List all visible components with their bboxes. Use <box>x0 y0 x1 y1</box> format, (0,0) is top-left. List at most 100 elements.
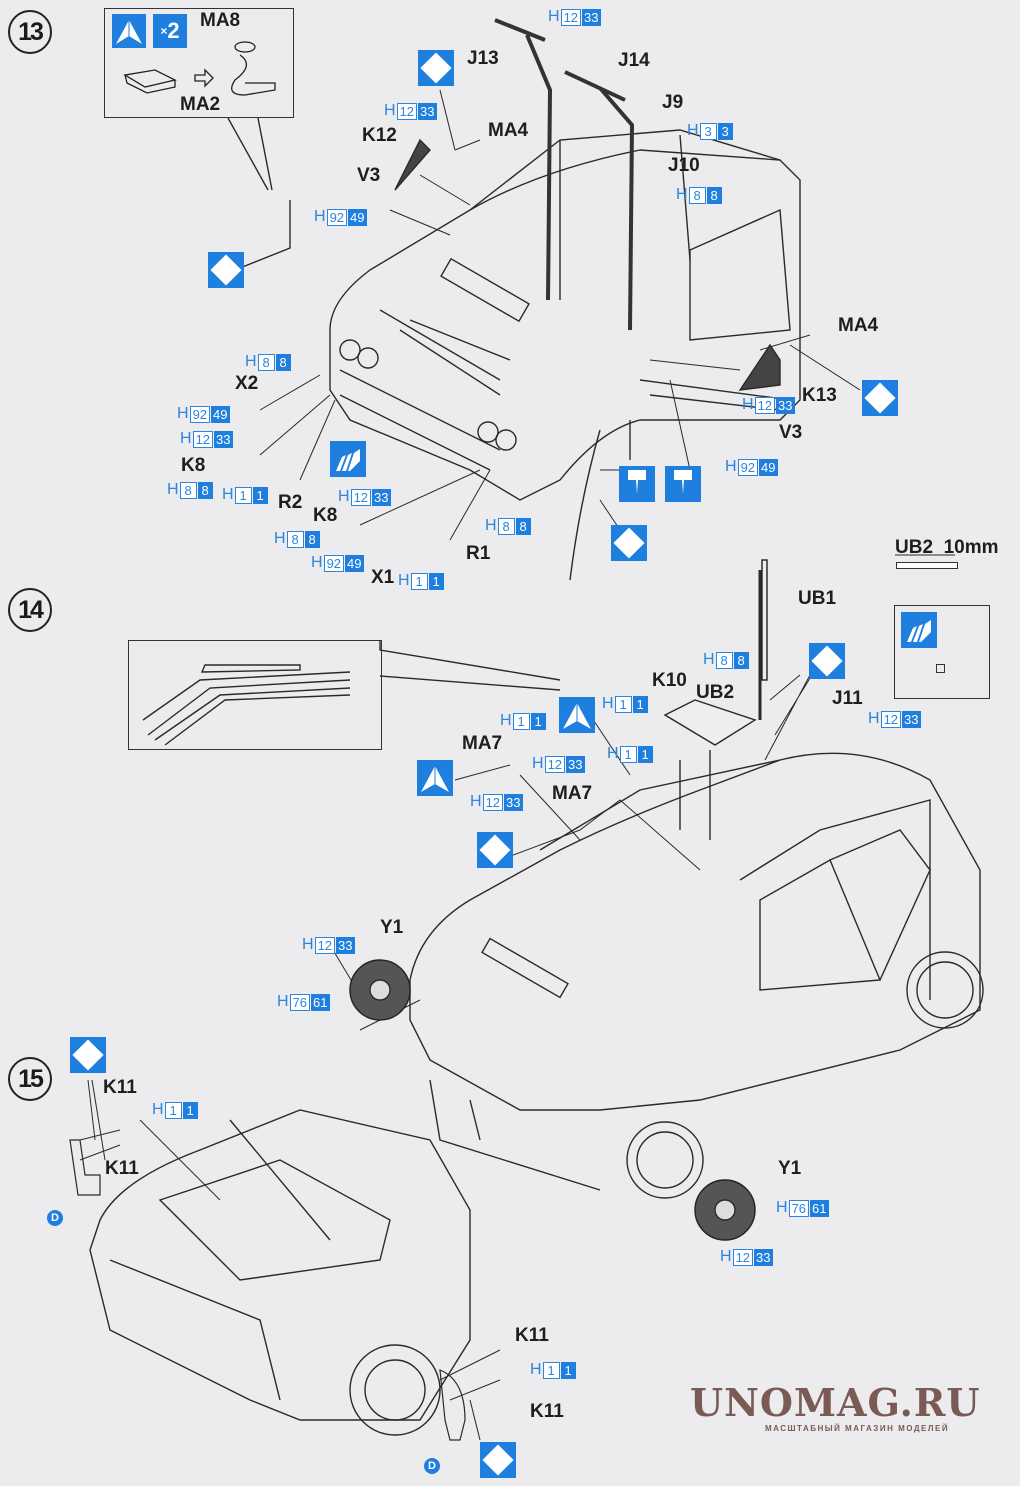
step13-leaders <box>259 89 861 541</box>
part-label-k12: K12 <box>362 125 397 146</box>
part-label-x2: X2 <box>235 373 259 394</box>
part-label-k11-c: K11 <box>515 1325 549 1346</box>
part-label-v3-top: V3 <box>357 165 381 186</box>
part-label-ma4-top: MA4 <box>488 120 529 141</box>
part-label-x1: X1 <box>371 567 395 588</box>
car-body-step13 <box>329 129 801 581</box>
glue-diamond-icon <box>208 252 244 288</box>
decal-d-marker: D <box>47 1210 63 1226</box>
part-label-y1: Y1 <box>380 917 404 938</box>
part-label-j9: J9 <box>662 92 684 113</box>
part-label-ma2: MA2 <box>180 94 221 115</box>
ub2-detail-box <box>894 605 990 699</box>
decal-d-marker: D <box>424 1458 440 1474</box>
car-body-step14 <box>409 570 984 1199</box>
glue-diamond-icon <box>480 1442 516 1478</box>
glue-diamond-icon <box>809 643 845 679</box>
part-label-k13: K13 <box>802 385 837 406</box>
step-number-14: 14 <box>8 588 52 632</box>
chrome-silver-icon <box>901 612 937 648</box>
part-label-y1-right: Y1 <box>778 1158 802 1179</box>
glue-diamond-icon <box>70 1037 106 1073</box>
car-body-step15 <box>89 1109 471 1436</box>
glue-diamond-icon <box>418 50 454 86</box>
part-label-k11-b: K11 <box>105 1158 139 1179</box>
part-label-ma4-right: MA4 <box>838 315 879 336</box>
drill-hole-icon <box>619 466 655 502</box>
part-label-j11: J11 <box>832 688 863 709</box>
cement-chevron-icon <box>559 697 595 733</box>
step15-leaders <box>79 1079 501 1441</box>
part-label-ub2-heading: UB2 10mm <box>895 537 999 559</box>
watermark-brand: UNOMAG.RU <box>690 1380 981 1425</box>
part-label-j13: J13 <box>467 48 499 69</box>
part-label-k8-left: K8 <box>181 455 206 476</box>
multiplier-prefix: × <box>160 24 168 38</box>
ub2-part-square <box>936 664 945 673</box>
ub2-length: 10mm <box>943 537 999 558</box>
part-label-ma7-left: MA7 <box>462 733 503 754</box>
part-label-ma8: MA8 <box>200 10 241 31</box>
multiplier-value: 2 <box>167 18 180 43</box>
part-label-j10: J10 <box>668 155 700 176</box>
multiplier-badge: ×2 <box>153 14 187 48</box>
step-number-15: 15 <box>8 1057 52 1101</box>
ma-clip-diagram <box>123 41 276 96</box>
part-label-r2: R2 <box>278 492 303 513</box>
chrome-silver-icon <box>330 441 366 477</box>
step14-inset-lines <box>142 640 561 746</box>
windshield-detail-inset <box>128 640 382 750</box>
part-label-ma7-center: MA7 <box>552 783 593 804</box>
part-label-r1: R1 <box>466 543 491 564</box>
step-number-13: 13 <box>8 10 52 54</box>
inset-leaders <box>227 117 291 269</box>
cement-chevron-icon <box>112 14 146 48</box>
ub2-length-bar <box>896 562 958 569</box>
part-label-k10: K10 <box>652 670 687 691</box>
part-label-k8-bottom: K8 <box>313 505 338 526</box>
step13-inset-box <box>104 8 294 118</box>
cement-chevron-icon <box>417 760 453 796</box>
glue-diamond-icon <box>611 525 647 561</box>
part-label-j14: J14 <box>618 50 650 71</box>
part-label-ub1: UB1 <box>798 588 837 609</box>
part-label-k11-a: K11 <box>103 1077 137 1098</box>
wiper-lines <box>494 18 635 331</box>
watermark-tagline: МАСШТАБНЫЙ МАГАЗИН МОДЕЛЕЙ <box>765 1424 950 1433</box>
ub2-heading: UB2 <box>895 537 934 558</box>
glue-diamond-icon <box>862 380 898 416</box>
part-label-ub2: UB2 <box>696 682 735 703</box>
part-label-k11-d: K11 <box>530 1401 564 1422</box>
part-label-v3-right: V3 <box>779 422 803 443</box>
